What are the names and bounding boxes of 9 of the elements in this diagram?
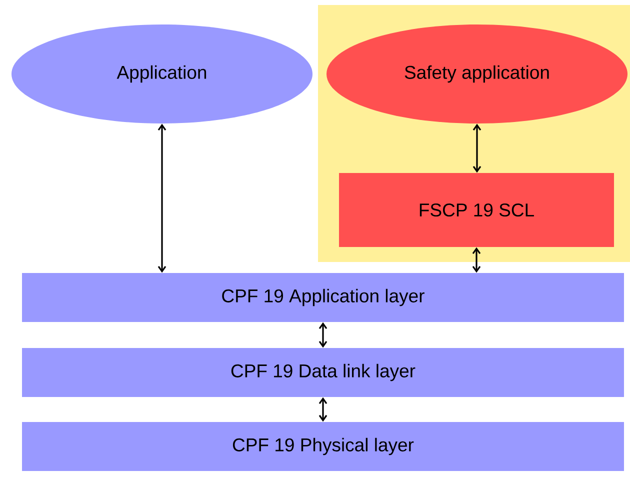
arrow [472,124,482,173]
layer-box: CPF 19 Physical layer [22,422,624,471]
layer-box: CPF 19 Data link layer [22,348,624,397]
arrow [318,322,328,348]
layer-box: CPF 19 Application layer [22,273,624,322]
arrow [318,397,328,422]
arrow [472,247,481,273]
arrow [158,124,166,273]
process-box: FSCP 19 SCL [339,173,614,247]
